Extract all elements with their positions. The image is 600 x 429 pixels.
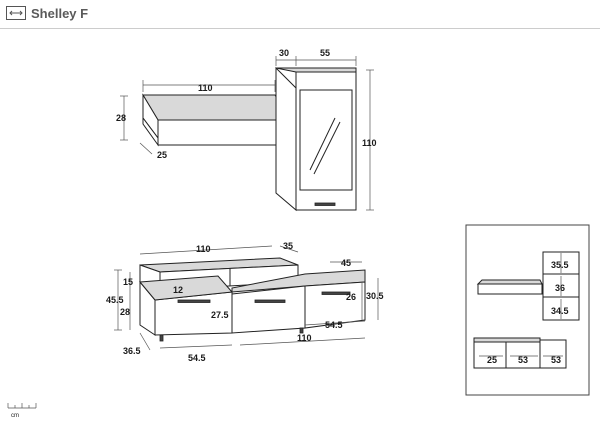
product-title: Shelley F [31,6,89,21]
tv-top-depth-label: 35 [283,241,293,251]
tv-unit [114,245,379,351]
shelf-depth-label: 25 [157,150,167,160]
shelf-width-label: 110 [198,83,213,93]
tv-right-height-label: 30.5 [366,291,384,301]
tv-top-width-label: 110 [196,244,211,254]
header-divider [0,28,600,29]
inset-bottom-mid-label: 53 [518,355,528,365]
tv-right-drawer-height-label: 26 [346,292,356,302]
inset-section-1-label: 35.5 [551,260,569,270]
tv-foot-depth-label: 36.5 [123,346,141,356]
tv-right-width-label: 54.5 [325,320,343,330]
cabinet-height-label: 110 [362,138,377,148]
wall-shelf [120,80,291,155]
config-inset [465,224,590,396]
inset-section-3-label: 34.5 [551,306,569,316]
cabinet-width-label: 55 [320,48,330,58]
tv-total-height-label: 45.5 [106,295,124,305]
tv-drawer-height-label: 28 [120,307,130,317]
inset-bottom-right-label: 53 [551,355,561,365]
tv-top-shelf-height-label: 15 [123,277,133,287]
tv-open-shelf-height-label: 12 [173,285,183,295]
tv-bottom-width-label: 110 [297,333,312,343]
scale-unit-label: cm [11,413,19,419]
width-arrow-icon [6,6,26,20]
ruler-icon [7,403,37,409]
tv-left-width-label: 54.5 [188,353,206,363]
cabinet-depth-label: 30 [279,48,289,58]
wall-cabinet [275,56,374,212]
inset-section-2-label: 36 [555,283,565,293]
shelf-height-label: 28 [116,113,126,123]
tv-side-depth-label: 45 [341,258,351,268]
tv-inner-drawer-height-label: 27.5 [211,310,229,320]
inset-bottom-left-label: 25 [487,355,497,365]
